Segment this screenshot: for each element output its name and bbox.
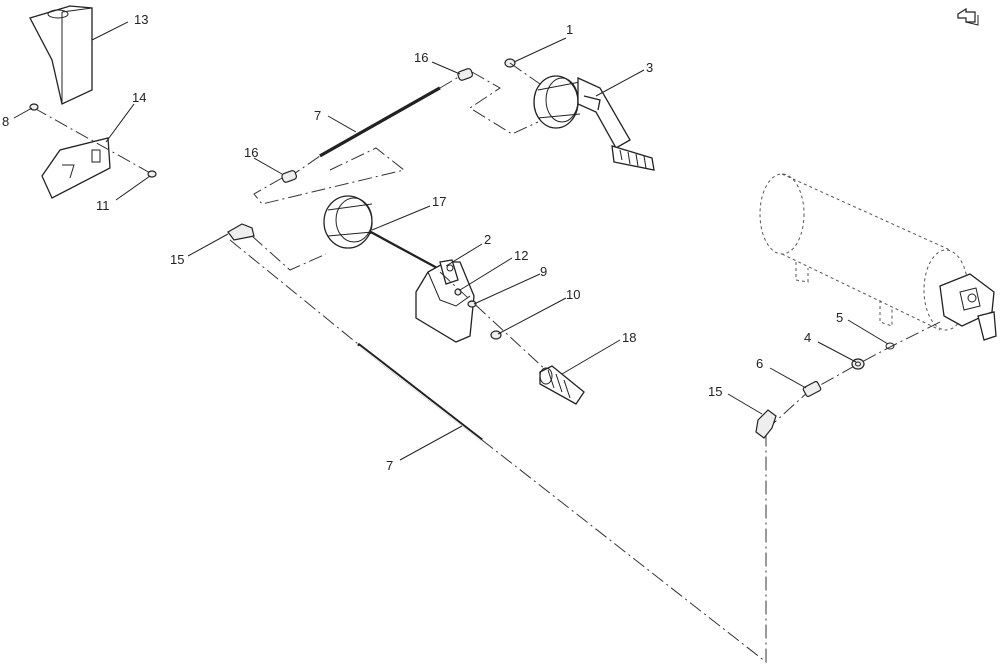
centerline-right-fittings [765, 321, 941, 431]
callout-2: 2 [484, 232, 491, 247]
callout-17: 17 [432, 194, 446, 209]
callout-16-upper: 16 [414, 50, 428, 65]
part-11-nut [147, 170, 157, 178]
part-7-lower-rod [357, 342, 484, 443]
callout-6: 6 [756, 356, 763, 371]
centerline-hardware [439, 271, 549, 373]
part-17-brake-chamber [323, 195, 442, 273]
callout-12: 12 [514, 248, 528, 263]
callout-10: 10 [566, 287, 580, 302]
part-16-fitting-upper [457, 68, 474, 81]
callout-7-lower: 7 [386, 458, 393, 473]
centerline-lower-box [251, 235, 327, 271]
centerline-lower-line [229, 239, 767, 664]
callout-14: 14 [132, 90, 146, 105]
air-tank [759, 173, 997, 341]
callout-13: 13 [134, 12, 148, 27]
part-10-nut [490, 330, 502, 340]
part-16-fitting-lower [281, 170, 298, 183]
callout-9: 9 [540, 264, 547, 279]
callout-18: 18 [622, 330, 636, 345]
part-5-oring [885, 342, 895, 350]
part-3-brake-chamber [533, 75, 655, 171]
part-15-elbow-right [755, 409, 777, 439]
leader-lines [13, 21, 889, 461]
centerline-8-11 [33, 107, 153, 175]
callout-8: 8 [2, 114, 9, 129]
centerline-box-lower [253, 147, 406, 205]
callout-3: 3 [646, 60, 653, 75]
return-arrow-icon[interactable] [957, 7, 979, 26]
part-6-adapter [802, 380, 822, 398]
part-15-elbow-left [227, 223, 255, 241]
part-7-upper-rod [319, 86, 442, 159]
part-2-bracket [415, 259, 475, 343]
centerline-part-1 [509, 62, 541, 85]
callout-7-upper: 7 [314, 108, 321, 123]
callout-16-lower: 16 [244, 145, 258, 160]
callout-15-left: 15 [170, 252, 184, 267]
callout-5: 5 [836, 310, 843, 325]
part-14-plate [41, 137, 111, 199]
callout-11: 11 [96, 198, 110, 213]
centerline-box-upper [469, 71, 539, 135]
callout-15-right: 15 [708, 384, 722, 399]
part-13-bracket [29, 5, 93, 105]
callout-1: 1 [566, 22, 573, 37]
part-18-clevis [539, 365, 585, 405]
callout-4: 4 [804, 330, 811, 345]
part-8-bolt [29, 103, 39, 111]
